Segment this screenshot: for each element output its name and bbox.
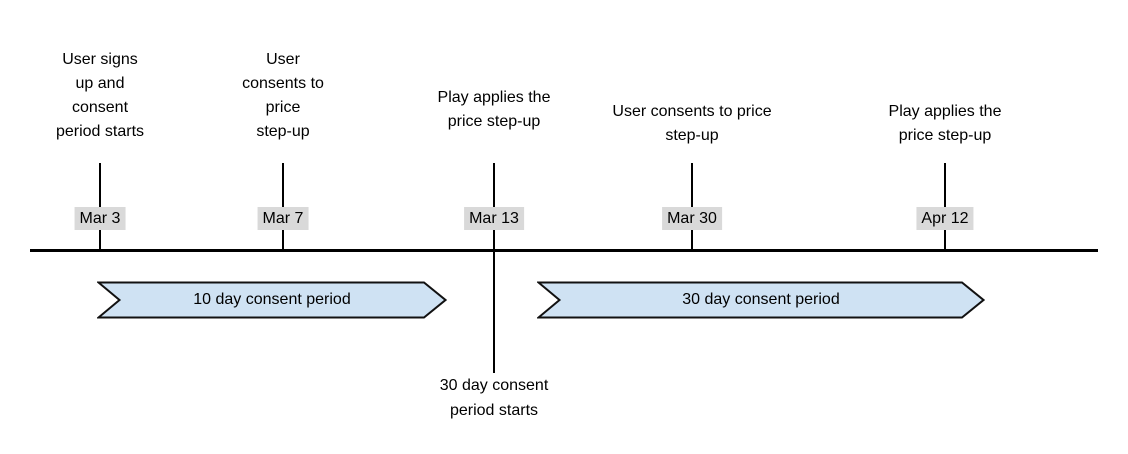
event-label-first-consent: User consents to price step-up xyxy=(242,51,324,140)
timeline-axis xyxy=(30,249,1098,252)
event-label-second-consent: User consents to price step-up xyxy=(612,103,772,144)
ribbon-arrow-shape xyxy=(537,281,985,319)
event-tick-mar30 xyxy=(691,163,693,250)
event-label-second-stepup: Play applies the price step-up xyxy=(888,103,1002,144)
consent-period-label: 10 day consent period xyxy=(193,291,351,308)
event-tick-mar7 xyxy=(282,163,284,250)
date-badge-mar13: Mar 13 xyxy=(464,207,524,230)
event-tick-apr12 xyxy=(944,163,946,250)
date-badge-apr12: Apr 12 xyxy=(916,207,974,230)
event-tick-mar3 xyxy=(99,163,101,250)
ribbon-arrow-shape xyxy=(97,281,447,319)
callout-connector-line xyxy=(493,251,495,373)
date-badge-mar3: Mar 3 xyxy=(74,207,126,230)
date-badge-mar30: Mar 30 xyxy=(662,207,722,230)
event-label-signup: User signs up and consent period starts xyxy=(55,51,145,140)
date-badge-mar7: Mar 7 xyxy=(257,207,309,230)
event-tick-mar13 xyxy=(493,163,495,250)
consent-period-arrow-30day: 30 day consent period xyxy=(537,281,985,319)
event-label-first-stepup: Play applies the price step-up xyxy=(437,89,551,130)
consent-period-arrow-10day: 10 day consent period xyxy=(97,281,447,319)
callout-label-30day-start: 30 day consent period starts xyxy=(439,377,549,419)
consent-period-label: 30 day consent period xyxy=(682,291,840,308)
